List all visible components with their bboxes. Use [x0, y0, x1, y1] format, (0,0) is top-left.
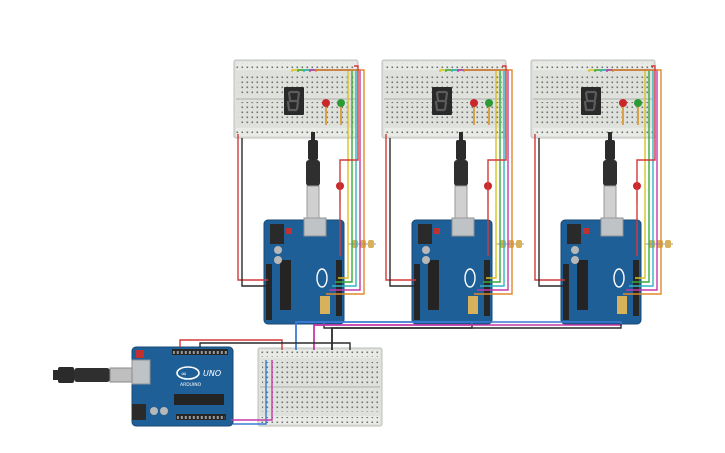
led-red: [322, 99, 330, 107]
master-arduino-uno: ∞ UNO ARDUINO: [131, 346, 234, 427]
signal-wire: [463, 69, 513, 295]
master-bus-wire: [233, 360, 267, 425]
bottom-breadboard: [257, 347, 383, 427]
signal-wire: [315, 69, 365, 295]
signal-wire: [612, 69, 662, 295]
power-wire-red: [237, 134, 268, 281]
top-breadboard-2: [381, 59, 507, 139]
power-wire-red: [636, 65, 656, 256]
usb-plug-icon: [306, 132, 320, 219]
slave-arduino-2: [411, 132, 524, 325]
master-bus-wire: [179, 339, 283, 350]
led-green: [634, 99, 642, 107]
seven-segment-digit-8-icon: [432, 87, 452, 115]
slave-arduino-1: [263, 132, 376, 325]
master-bus-wire: [199, 342, 351, 350]
ground-wire-black: [389, 138, 414, 287]
i2c-bus-wire: [323, 324, 333, 350]
uno-logo-text: UNO: [203, 369, 221, 378]
arduino-logo-symbol: ∞: [181, 370, 187, 378]
master-bus-wire: [231, 360, 273, 421]
i2c-bus-wire: [313, 324, 325, 350]
i2c-bus-wire: [295, 321, 473, 350]
usb-plug-icon: [603, 132, 617, 219]
usb-plug-icon: [454, 132, 468, 219]
seven-segment-digit-8-icon: [581, 87, 601, 115]
arduino-brand-text: ARDUINO: [180, 382, 202, 388]
onboard-resistors: [617, 296, 627, 314]
led-green: [337, 99, 345, 107]
seven-segment-digit-8-icon: [284, 87, 304, 115]
ground-wire-black: [241, 138, 266, 287]
power-wire-red: [385, 134, 416, 281]
slave-arduino-3: [560, 132, 673, 325]
led-green: [485, 99, 493, 107]
power-wire-red: [534, 134, 565, 281]
onboard-resistors: [320, 296, 330, 314]
power-wire-red: [487, 65, 507, 256]
usb-plug-icon: [53, 367, 133, 383]
i2c-bus-wire: [295, 321, 325, 350]
onboard-resistors: [468, 296, 478, 314]
led-red: [470, 99, 478, 107]
power-wire-red: [339, 65, 359, 256]
led-red: [619, 99, 627, 107]
i2c-bus-wire: [331, 324, 622, 350]
top-breadboard-1: [233, 59, 359, 139]
i2c-bus-wire: [295, 321, 622, 350]
ground-wire-black: [538, 138, 563, 287]
top-breadboard-3: [530, 59, 656, 139]
